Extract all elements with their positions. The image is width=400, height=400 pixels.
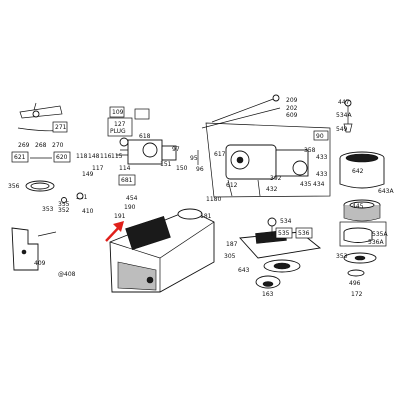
callout-535A: 535A [372, 231, 388, 238]
callout-149: 149 [82, 171, 94, 178]
callout-191: 191 [114, 213, 126, 220]
callout-534A: 534A [336, 112, 352, 119]
carburetor-group-frame [205, 122, 331, 198]
pulley-assembly [255, 259, 301, 289]
box-plug [107, 117, 133, 137]
callout-268: 268 [35, 142, 47, 149]
box-536 [295, 227, 313, 239]
callout-358: 358 [304, 147, 316, 154]
callout-642: 642 [352, 168, 364, 175]
washer-stack [343, 252, 377, 277]
callout-202: 202 [286, 105, 298, 112]
box-90 [313, 130, 329, 141]
filter-base [343, 227, 373, 243]
callout-410: 410 [82, 208, 94, 215]
callout-445: 445 [352, 203, 364, 210]
callout-620: 620 [56, 154, 68, 161]
callout-127: 127 [114, 121, 126, 128]
fuel-tank [109, 208, 215, 293]
callout-115: 115 [111, 153, 123, 160]
callout-95: 95 [190, 155, 198, 162]
box-109 [109, 106, 125, 118]
callout-271: 271 [55, 124, 67, 131]
callout-454: 454 [126, 195, 138, 202]
callout-535: 535 [278, 230, 290, 237]
throttle-link-rod [201, 94, 281, 129]
callout-118: 118 [76, 153, 88, 160]
callout-356: 356 [8, 183, 20, 190]
callout-150: 150 [176, 165, 188, 172]
air-cleaner-stud [343, 99, 353, 133]
callout-409: 409 [34, 260, 46, 267]
control-bracket [11, 227, 57, 271]
callout-172: 172 [351, 291, 363, 298]
callout-163: 163 [262, 291, 274, 298]
callout-549: 549 [336, 126, 348, 133]
box-620 [53, 151, 71, 163]
box-681 [118, 174, 136, 186]
air-filter-element [339, 151, 385, 189]
label-plug: PLUG [110, 128, 126, 135]
callout-270: 270 [52, 142, 64, 149]
carburetor-body [225, 144, 309, 197]
callout-534: 534 [280, 218, 292, 225]
callout-433b: 433 [316, 171, 328, 178]
callout-621: 621 [14, 154, 26, 161]
callout-353a: 353 [42, 206, 54, 213]
callout-97: 97 [172, 146, 180, 153]
callout-1180: 1180 [206, 196, 221, 203]
callout-355: 355 [58, 201, 70, 208]
box-535 [275, 227, 293, 239]
callout-190: 190 [124, 204, 136, 211]
callout-408: @408 [58, 271, 76, 278]
box-271b [134, 108, 150, 120]
callout-269: 269 [18, 142, 30, 149]
callout-352: 352 [58, 207, 70, 214]
box-271 [52, 121, 68, 133]
callout-434: 434 [313, 181, 325, 188]
callout-617: 617 [214, 151, 226, 158]
callout-643: 643 [238, 267, 250, 274]
callout-392: 392 [270, 175, 282, 182]
callout-432: 432 [266, 186, 278, 193]
callout-536: 536 [298, 230, 310, 237]
gasket-ring [25, 180, 55, 192]
callout-496: 496 [349, 280, 361, 287]
red-arrow-icon [105, 221, 124, 242]
callout-96: 96 [196, 166, 204, 173]
callout-114: 114 [119, 165, 131, 172]
callout-117: 117 [92, 165, 104, 172]
callout-116: 116 [100, 153, 112, 160]
callout-209: 209 [286, 97, 298, 104]
callout-181: 181 [200, 213, 212, 220]
callout-90: 90 [316, 133, 324, 140]
box-621 [11, 151, 29, 163]
callout-435: 435 [300, 181, 312, 188]
pre-filter [343, 199, 381, 222]
callout-148: 148 [88, 153, 100, 160]
callout-612: 612 [226, 182, 238, 189]
callout-187: 187 [226, 241, 238, 248]
callout-353b: 353 [336, 253, 348, 260]
callout-618: 618 [139, 133, 151, 140]
callout-433a: 433 [316, 154, 328, 161]
callout-681: 681 [121, 177, 133, 184]
callout-305: 305 [224, 253, 236, 260]
callout-447: 447 [338, 99, 350, 106]
callout-609: 609 [286, 112, 298, 119]
callout-109: 109 [112, 109, 124, 116]
carburetor-left-body [116, 137, 177, 165]
callout-643A: 643A [378, 188, 394, 195]
callout-151: 151 [160, 161, 172, 168]
callout-536A: 536A [368, 239, 384, 246]
